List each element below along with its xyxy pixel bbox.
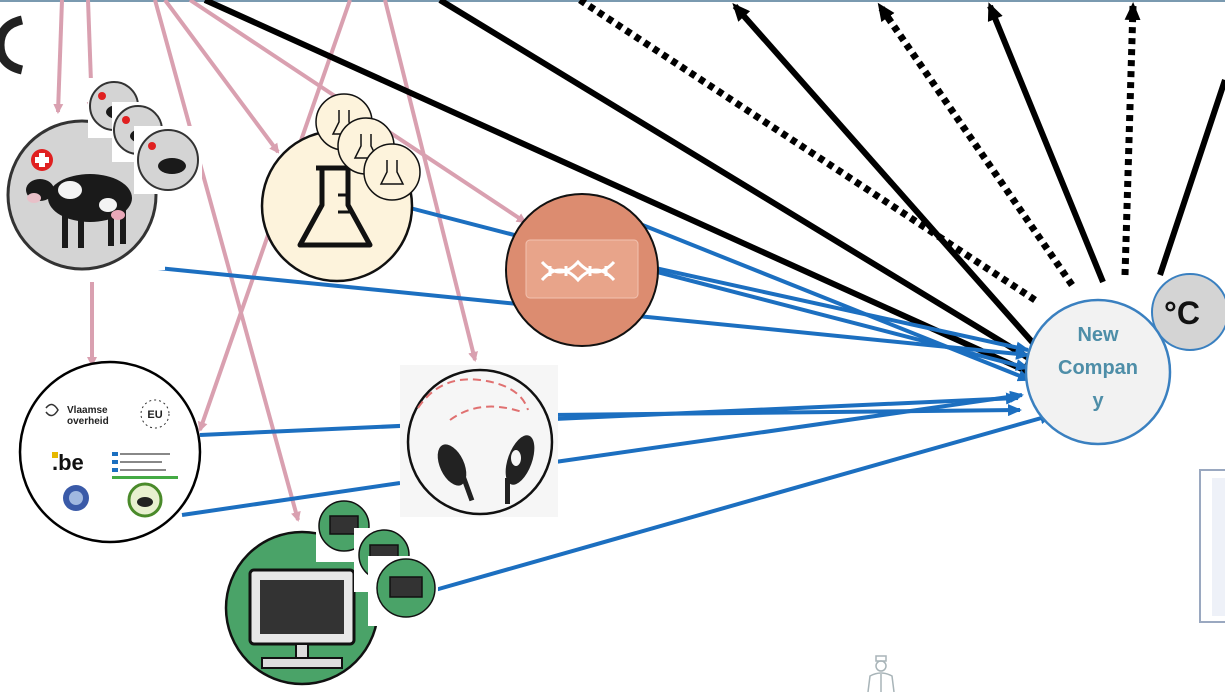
vlaamse-line1: Vlaamse: [67, 405, 108, 416]
vlaamse-overheid-logo: Vlaamse overheid: [45, 403, 109, 427]
cow-icon: [26, 174, 132, 248]
right-edge-panel: [1199, 469, 1225, 623]
hub-circle: [1024, 298, 1172, 446]
black-arrows: [203, 0, 1225, 378]
farm-animals-node: [400, 365, 558, 517]
small-computer-stack: [316, 498, 438, 626]
hub-label-line2: Compan: [1058, 357, 1138, 379]
blue-arrows: [157, 206, 1054, 592]
black-solid-arrow: [732, 3, 1036, 345]
black-solid-arrow: [1157, 79, 1225, 276]
dna-node: [505, 193, 659, 347]
eu-label: EU: [147, 409, 162, 421]
be-logo: .be: [52, 450, 84, 475]
small-cow-stack: [88, 78, 202, 194]
blue-arrow: [634, 220, 1032, 382]
eu-logo: EU: [140, 399, 170, 429]
farm-animals-icon: [437, 435, 535, 504]
black-solid-arrow: [438, 0, 1037, 365]
cropped-letter-c: [0, 15, 24, 75]
temperature-badge: [1151, 273, 1225, 351]
blue-arrow: [409, 206, 1030, 371]
blue-arrow: [181, 481, 401, 517]
new-company-hub: °C New Compan y: [1024, 273, 1225, 446]
region-outline: [417, 378, 529, 411]
black-solid-arrow: [203, 0, 1039, 378]
agency-list-logo: [112, 452, 178, 479]
blue-arrow: [554, 390, 1024, 464]
hub-label-line1: New: [1077, 324, 1119, 346]
pink-arrow: [163, 0, 280, 154]
computer-node: [222, 498, 438, 692]
blue-arrow: [199, 392, 1020, 437]
swiss-cross-icon: [31, 149, 53, 171]
blue-seal-logo: [63, 485, 89, 511]
government-circle: [18, 360, 202, 544]
black-dotted-arrow: [578, 0, 1037, 303]
pink-arrow: [53, 0, 64, 114]
temperature-badge-label: °C: [1164, 295, 1200, 331]
dairy-label-logo: [127, 482, 163, 518]
black-dotted-arrow: [877, 2, 1075, 287]
vlaamse-line2: overheid: [67, 416, 109, 427]
blue-arrow: [654, 266, 1030, 354]
lab-node: [260, 93, 421, 283]
black-dotted-arrow: [1121, 2, 1141, 276]
vet-figure-icon: [867, 655, 895, 692]
hub-label-line3: y: [1092, 390, 1104, 412]
small-flask-stack: [315, 93, 421, 201]
dna-icon: [540, 259, 616, 283]
blue-arrow: [434, 412, 1054, 592]
government-node: Vlaamse overheid EU .be: [18, 360, 202, 544]
black-solid-arrow: [987, 2, 1106, 284]
computer-screen-icon: [248, 568, 356, 669]
blue-arrow: [549, 404, 1022, 417]
